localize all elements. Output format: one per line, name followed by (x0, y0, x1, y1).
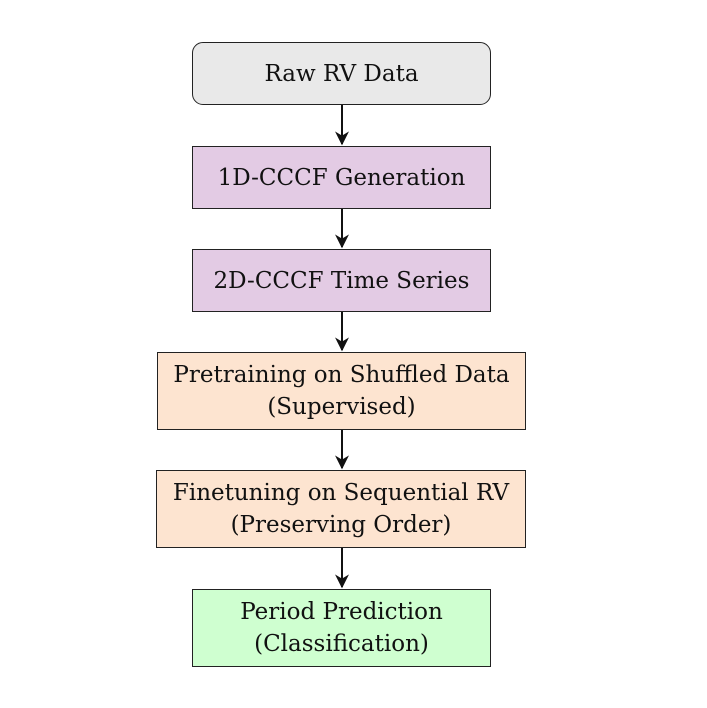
pretraining-sublabel: (Supervised) (267, 394, 416, 420)
finetuning-sublabel: (Preserving Order) (230, 512, 452, 538)
1d-cccf-generation-label: 1D-CCCF Generation (217, 164, 466, 191)
raw-rv-data-node: Raw RV Data (192, 42, 491, 105)
2d-cccf-time-series-node: 2D-CCCF Time Series (192, 249, 491, 312)
finetuning-node: Finetuning on Sequential RV (Preserving … (156, 470, 526, 548)
period-prediction-label: Period Prediction (240, 599, 443, 625)
1d-cccf-generation-node: 1D-CCCF Generation (192, 146, 491, 209)
finetuning-label: Finetuning on Sequential RV (172, 480, 510, 506)
pretraining-node: Pretraining on Shuffled Data (Supervised… (157, 352, 526, 430)
raw-rv-data-label: Raw RV Data (264, 60, 419, 87)
period-prediction-node: Period Prediction (Classification) (192, 589, 491, 667)
period-prediction-sublabel: (Classification) (254, 631, 429, 657)
2d-cccf-time-series-label: 2D-CCCF Time Series (213, 267, 470, 294)
pretraining-label: Pretraining on Shuffled Data (173, 362, 510, 388)
